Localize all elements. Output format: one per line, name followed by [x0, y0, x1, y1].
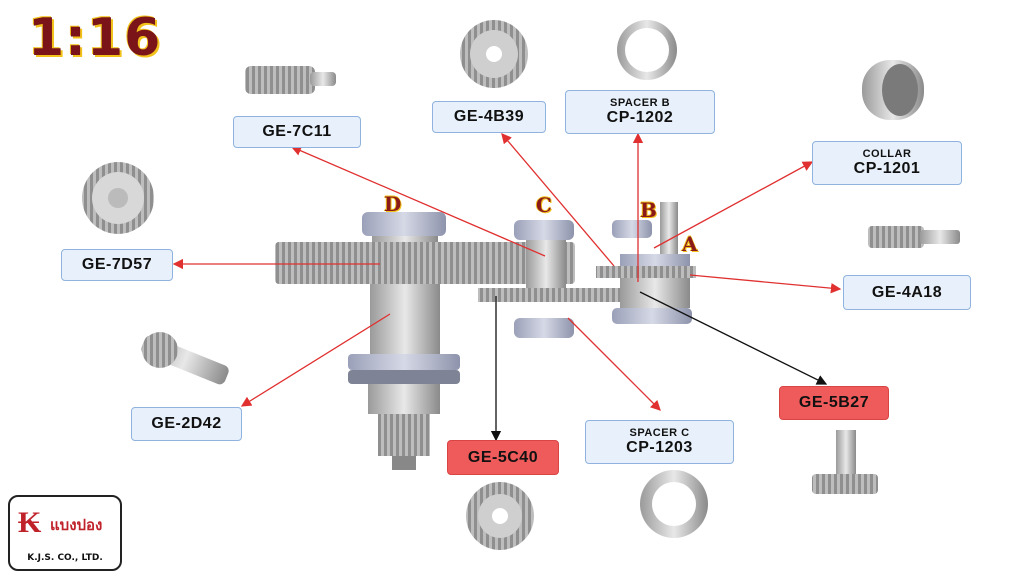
part-label-ge-5c40[interactable]: GE-5C40	[447, 440, 559, 475]
part-code: GE-7D57	[81, 256, 153, 273]
gear-4b39-image	[460, 20, 528, 88]
part-type: SPACER C	[629, 427, 690, 439]
position-letter-a: A	[682, 232, 698, 256]
gear-pinion-7c11-image	[245, 66, 336, 94]
logo-mark-icon: ₭	[18, 505, 42, 540]
gear-ratio-title: 1:16	[28, 8, 162, 68]
gear-5c40-image	[466, 482, 534, 550]
part-code: GE-7C11	[262, 123, 332, 140]
part-type: SPACER B	[609, 97, 671, 109]
part-label-ge-7c11[interactable]: GE-7C11	[233, 116, 361, 148]
part-type: COLLAR	[862, 148, 912, 160]
company-logo: ₭ แบงปอง K.J.S. CO., LTD.	[8, 495, 122, 571]
spacer-b-image	[617, 20, 677, 80]
gear-7d57-image	[82, 162, 154, 234]
position-letter-d: D	[384, 192, 402, 216]
part-label-ge-4b39[interactable]: GE-4B39	[432, 101, 546, 133]
part-label-cp-1202[interactable]: SPACER B CP-1202	[565, 90, 715, 134]
shaft-c-assembly	[478, 220, 658, 338]
collar-image	[862, 60, 924, 120]
part-label-ge-4a18[interactable]: GE-4A18	[843, 275, 971, 310]
part-label-ge-7d57[interactable]: GE-7D57	[61, 249, 173, 281]
pinion-shaft-4a18-image	[868, 226, 960, 248]
part-code: GE-2D42	[151, 415, 222, 432]
spacer-c-image	[640, 470, 708, 538]
gear-5b27-image	[812, 430, 878, 494]
part-label-ge-5b27[interactable]: GE-5B27	[779, 386, 889, 420]
part-label-cp-1201[interactable]: COLLAR CP-1201	[812, 141, 962, 185]
leader-arrows	[172, 132, 842, 442]
part-code: GE-4B39	[453, 108, 525, 125]
part-code: CP-1203	[626, 439, 693, 456]
part-label-ge-2d42[interactable]: GE-2D42	[131, 407, 242, 441]
part-code: GE-5B27	[798, 394, 870, 411]
position-letter-c: C	[536, 193, 552, 217]
part-code: GE-5C40	[467, 448, 539, 466]
logo-thai-name: แบงปอง	[50, 516, 103, 534]
part-label-cp-1203[interactable]: SPACER C CP-1203	[585, 420, 734, 464]
part-code: CP-1202	[606, 109, 674, 126]
logo-company-name: K.J.S. CO., LTD.	[27, 553, 103, 563]
position-letter-b: B	[640, 198, 657, 222]
part-code: CP-1201	[853, 160, 921, 177]
shaft-2d42-image	[141, 332, 229, 385]
part-code: GE-4A18	[871, 283, 943, 301]
